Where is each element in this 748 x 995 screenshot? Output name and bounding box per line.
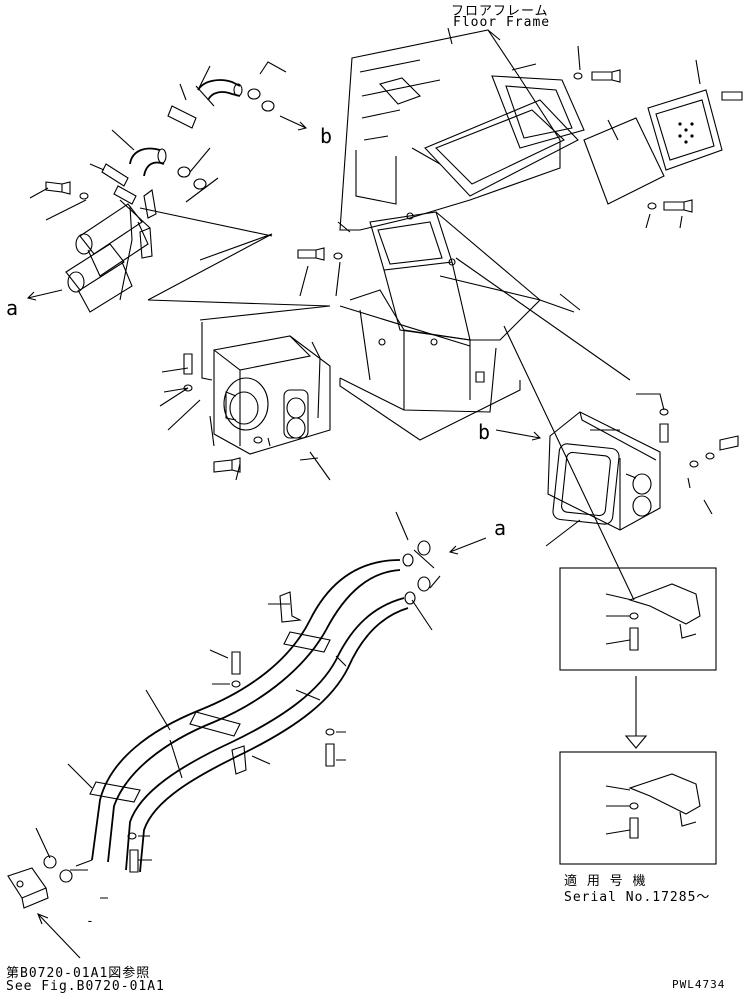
drawing-code: PWL4734 <box>672 978 726 991</box>
hose-connector-block <box>7 867 49 909</box>
bracket-bolt <box>297 247 343 297</box>
pipe-fittings <box>101 105 197 259</box>
hose-clamps-upper <box>177 88 275 190</box>
inset-box-after <box>559 751 717 865</box>
floor-frame-label-en: Floor Frame <box>453 15 551 30</box>
applicable-serial-label-en: Serial No.17285～ <box>564 890 711 905</box>
hose-elbow-upper <box>195 79 243 107</box>
bolts-top-right <box>573 45 743 229</box>
water-valve-assembly <box>65 203 149 313</box>
floor-gasket <box>424 75 585 197</box>
heater-mount-bracket <box>339 211 541 441</box>
heater-right-fasteners <box>659 408 739 489</box>
heater-unit-right <box>547 411 661 531</box>
dash-mark: - <box>86 914 95 929</box>
floor-frame-panel <box>339 29 561 231</box>
callout-a-left: a <box>6 296 20 320</box>
callout-b-top: b <box>320 124 334 148</box>
callout-a-right: a <box>494 516 508 540</box>
valve-bolt <box>45 181 89 200</box>
heater-unit-left <box>213 335 331 455</box>
heater-left-fasteners <box>183 353 263 473</box>
access-covers <box>583 89 723 205</box>
leader-lines <box>29 27 713 899</box>
hose-brackets <box>127 591 335 873</box>
heater-hose-bundle <box>70 559 409 873</box>
see-figure-label-en: See Fig.B0720-01A1 <box>6 979 165 994</box>
hose-clamps-lower <box>43 540 431 883</box>
see-figure-label-jp: 第B0720-01A1図参照 <box>6 966 151 981</box>
floor-frame-label-jp: フロアフレーム <box>451 4 549 19</box>
applicable-serial-label-jp: 適 用 号 機 <box>564 874 647 889</box>
callout-arrows <box>26 115 542 959</box>
hose-elbow-middle <box>129 147 167 177</box>
change-arrow <box>624 676 648 749</box>
callout-b-mid: b <box>478 420 492 444</box>
inset-box-before <box>559 567 717 671</box>
